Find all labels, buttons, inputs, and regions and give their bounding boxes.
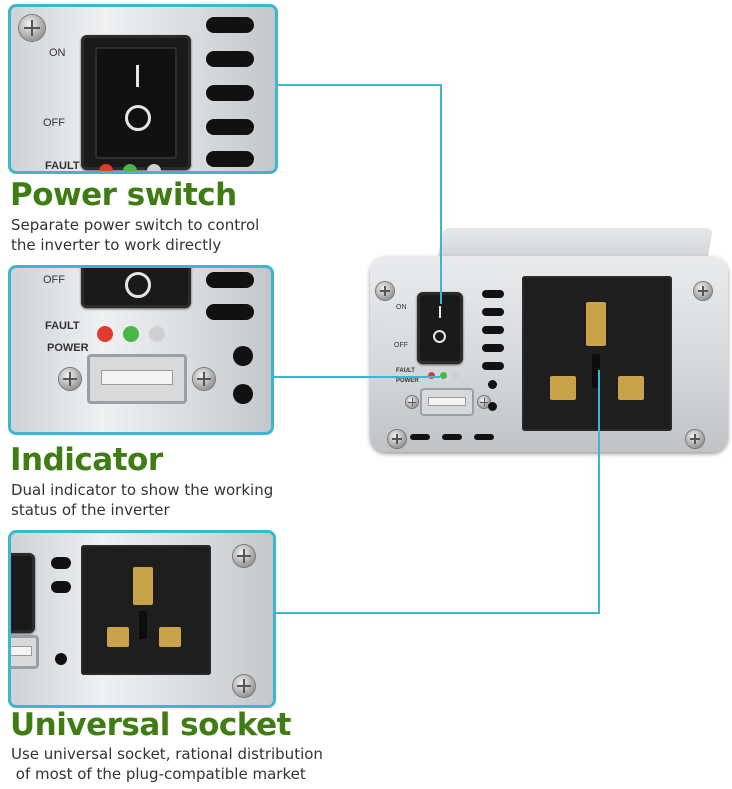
socket-top-pin xyxy=(586,302,606,346)
socket-right-pin xyxy=(159,627,181,647)
socket-ground xyxy=(592,354,600,388)
vent-hole xyxy=(488,380,497,389)
usb-port xyxy=(420,388,474,416)
fault-label: FAULT xyxy=(396,368,415,374)
callout-line xyxy=(598,370,600,614)
description-line: status of the inverter xyxy=(11,501,170,519)
vent-slot xyxy=(206,272,254,288)
power-switch xyxy=(11,553,35,633)
spare-led xyxy=(452,372,459,379)
off-mark xyxy=(125,105,151,131)
vent-slot xyxy=(51,581,71,593)
description-line: Dual indicator to show the working xyxy=(11,481,274,499)
vent-slot xyxy=(474,434,494,440)
fault-led xyxy=(99,164,113,171)
socket-left-pin xyxy=(107,627,129,647)
power-label: POWER xyxy=(396,378,419,384)
feature-title: Indicator xyxy=(10,442,163,478)
off-label: OFF xyxy=(43,274,65,286)
vent-hole xyxy=(233,384,253,404)
vent-slot xyxy=(206,119,254,135)
on-mark xyxy=(439,306,441,318)
vent-slot xyxy=(51,557,71,569)
power-led xyxy=(123,326,139,342)
description-line: Use universal socket, rational distribut… xyxy=(11,745,323,763)
on-label: ON xyxy=(396,304,407,311)
socket-right-pin xyxy=(618,376,644,400)
vent-slot xyxy=(482,290,504,298)
usb-port xyxy=(11,635,39,669)
vent-hole xyxy=(488,402,497,411)
fault-label: FAULT xyxy=(45,160,80,172)
feature-title: Universal socket xyxy=(10,707,291,743)
vent-hole xyxy=(55,653,67,665)
off-mark xyxy=(433,330,446,343)
power-led xyxy=(123,164,137,171)
screw-icon xyxy=(406,396,418,408)
power-led xyxy=(440,372,447,379)
feature-description: Separate power switch to control the inv… xyxy=(11,215,259,255)
power-switch xyxy=(417,292,463,364)
callout-line xyxy=(278,84,442,86)
on-label: ON xyxy=(49,47,66,59)
socket-left-pin xyxy=(550,376,576,400)
feature-description: Dual indicator to show the working statu… xyxy=(11,480,273,520)
fault-label: FAULT xyxy=(45,320,80,332)
vent-slot xyxy=(442,434,462,440)
vent-slot xyxy=(482,344,504,352)
fault-led xyxy=(97,326,113,342)
screw-icon xyxy=(59,368,81,390)
callout-line xyxy=(440,84,442,304)
power-switch-closeup: ON OFF FAULT xyxy=(8,4,278,174)
callout-line xyxy=(276,612,600,614)
socket-ground xyxy=(139,611,147,639)
vent-slot xyxy=(206,51,254,67)
screw-icon xyxy=(694,282,712,300)
socket-top-pin xyxy=(133,567,153,605)
screw-icon xyxy=(233,675,255,697)
feature-description: Use universal socket, rational distribut… xyxy=(11,744,323,784)
vent-slot xyxy=(206,85,254,101)
off-mark xyxy=(125,272,151,298)
screw-icon xyxy=(388,430,406,448)
spare-led xyxy=(147,164,161,171)
power-switch xyxy=(81,268,191,308)
switch-rocker xyxy=(95,47,177,159)
socket-closeup xyxy=(8,530,276,708)
power-switch xyxy=(81,35,191,170)
vent-slot xyxy=(410,434,430,440)
vent-slot xyxy=(206,151,254,167)
universal-socket xyxy=(522,276,672,431)
description-line: of most of the plug-compatible market xyxy=(11,765,306,783)
off-label: OFF xyxy=(43,117,65,129)
vent-slot xyxy=(206,304,254,320)
screw-icon xyxy=(686,430,704,448)
on-mark xyxy=(136,65,139,87)
description-line: the inverter to work directly xyxy=(11,236,222,254)
spare-led xyxy=(149,326,165,342)
off-label: OFF xyxy=(394,342,408,349)
usb-port xyxy=(87,354,187,404)
vent-slot xyxy=(482,362,504,370)
screw-icon xyxy=(233,545,255,567)
vent-slot xyxy=(482,326,504,334)
screw-icon xyxy=(193,368,215,390)
universal-socket xyxy=(81,545,211,675)
screw-icon xyxy=(19,15,45,41)
screw-icon xyxy=(478,396,490,408)
vent-slot xyxy=(482,308,504,316)
vent-hole xyxy=(233,346,253,366)
vent-slot xyxy=(206,17,254,33)
feature-title: Power switch xyxy=(10,177,237,213)
description-line: Separate power switch to control xyxy=(11,216,260,234)
inverter-front: ON OFF FAULT POWER xyxy=(370,256,728,452)
screw-icon xyxy=(376,282,394,300)
fault-led xyxy=(428,372,435,379)
callout-line xyxy=(274,376,440,378)
power-label: POWER xyxy=(47,342,89,354)
indicator-closeup: OFF FAULT POWER xyxy=(8,265,274,435)
